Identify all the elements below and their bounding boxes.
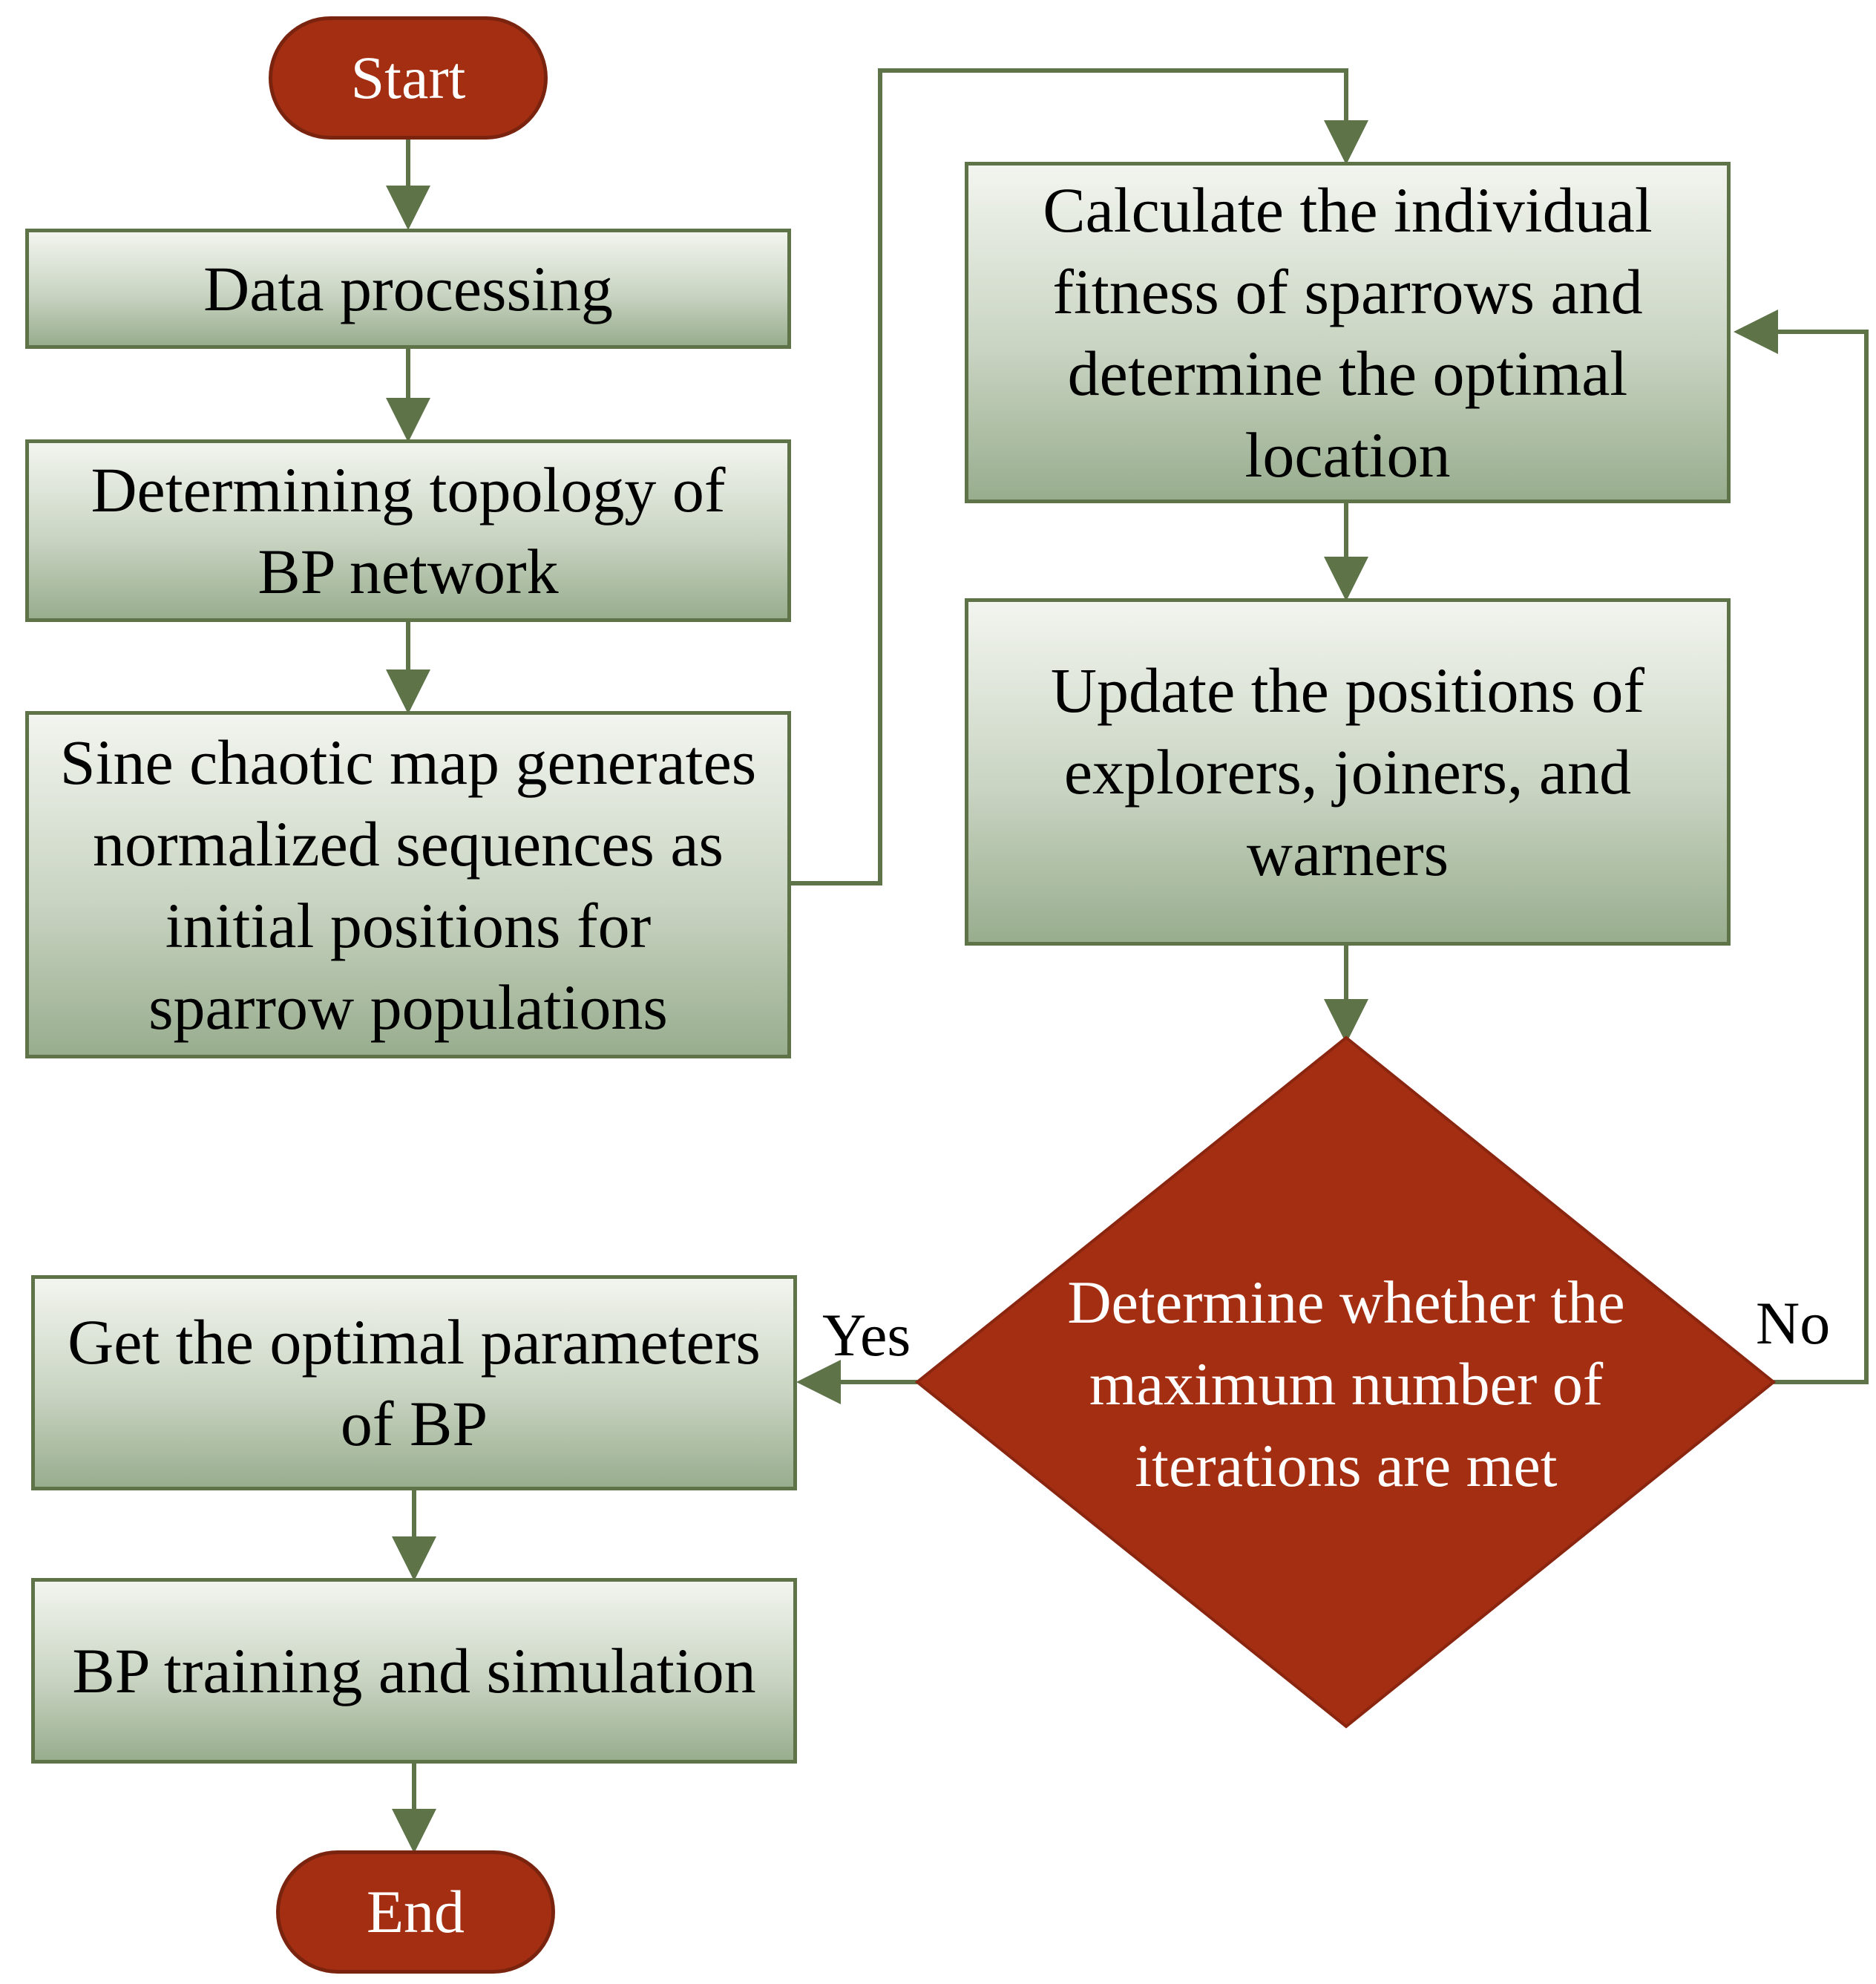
end-terminal: End [276, 1850, 555, 1974]
no-label: No [1756, 1289, 1831, 1357]
arrow-decision-no-to-fitness [1734, 310, 1869, 1384]
fitness-box: Calculate the individual fitness of spar… [965, 162, 1731, 503]
arrow-sine-to-fitness [791, 68, 1368, 885]
data-processing-box: Data processing [25, 229, 791, 349]
start-terminal: Start [269, 16, 548, 140]
decision-label: Determine whether the maximum number of … [1067, 1268, 1625, 1499]
decision-diamond [914, 1035, 1777, 1729]
yes-label: Yes [822, 1301, 911, 1369]
sine-map-box: Sine chaotic map generates normalized se… [25, 711, 791, 1058]
optimal-parameters-box: Get the optimal parameters of BP [31, 1275, 797, 1490]
update-positions-box: Update the positions of explorers, joine… [965, 598, 1731, 946]
training-simulation-box: BP training and simulation [31, 1578, 797, 1764]
topology-box: Determining topology of BP network [25, 439, 791, 622]
